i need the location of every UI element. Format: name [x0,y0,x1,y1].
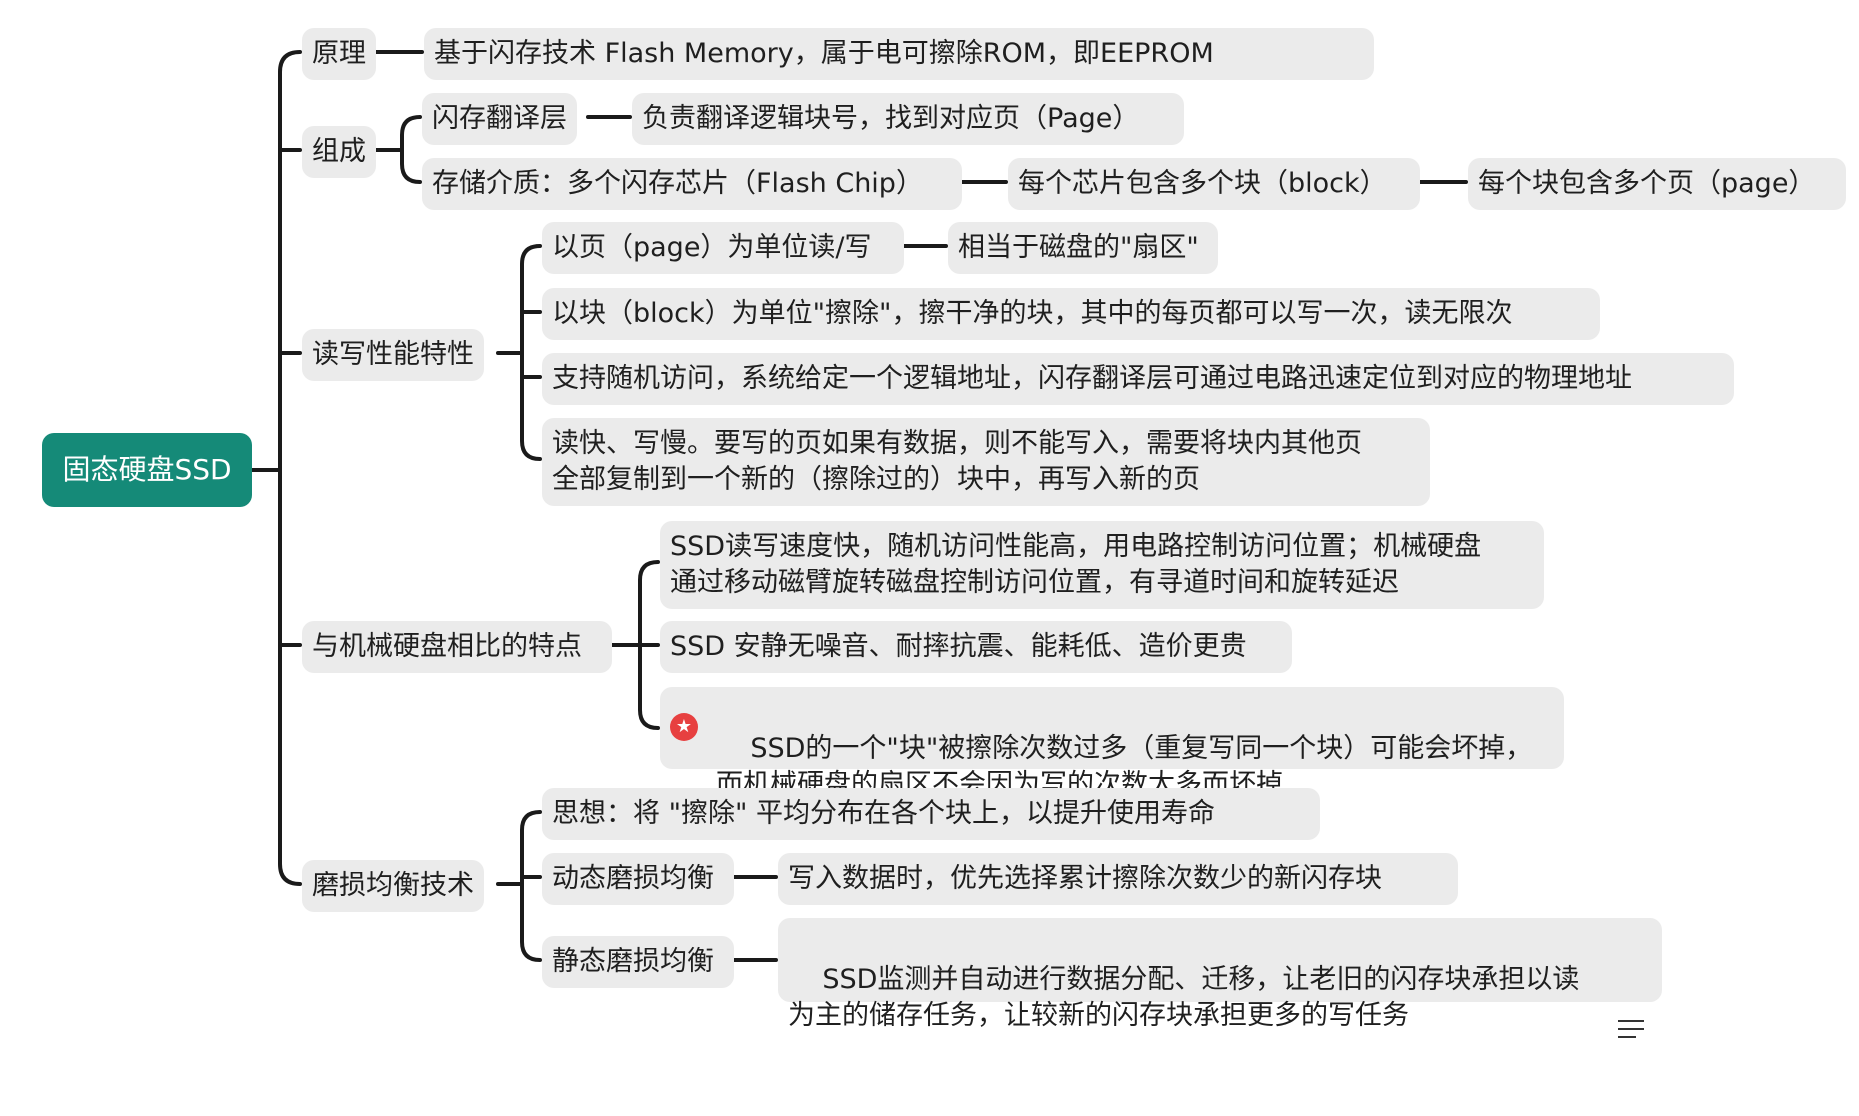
vs-hdd-wear[interactable]: ★SSD的一个"块"被擦除次数过多（重复写同一个块）可能会坏掉， 而机械硬盘的扇… [660,687,1564,800]
block-contains-pages[interactable]: 每个块包含多个页（page） [1468,158,1846,210]
mindmap-canvas: 固态硬盘SSD 原理 基于闪存技术 Flash Memory，属于电可擦除ROM… [42,28,1846,1038]
branch-wear-leveling[interactable]: 磨损均衡技术 [302,860,484,912]
branch-principle[interactable]: 原理 [302,28,376,80]
rw-random-access[interactable]: 支持随机访问，系统给定一个逻辑地址，闪存翻译层可通过电路迅速定位到对应的物理地址 [542,353,1734,405]
chip-contains-blocks[interactable]: 每个芯片包含多个块（block） [1008,158,1420,210]
root-node[interactable]: 固态硬盘SSD [42,433,252,507]
static-wear-leveling-desc[interactable]: SSD监测并自动进行数据分配、迁移，让老旧的闪存块承担以读 为主的储存任务，让较… [778,918,1662,1038]
rw-page-unit[interactable]: 以页（page）为单位读/写 [542,222,904,274]
connector-lines [250,50,1468,962]
ftl-description[interactable]: 负责翻译逻辑块号，找到对应页（Page） [632,93,1184,145]
dynamic-wear-leveling-desc[interactable]: 写入数据时，优先选择累计擦除次数少的新闪存块 [778,853,1458,905]
static-wear-leveling[interactable]: 静态磨损均衡 [542,936,734,988]
star-icon: ★ [670,713,698,741]
vs-hdd-speed[interactable]: SSD读写速度快，随机访问性能高，用电路控制访问位置；机械硬盘 通过移动磁臂旋转… [660,521,1544,609]
rw-fast-read-slow-write[interactable]: 读快、写慢。要写的页如果有数据，则不能写入，需要将块内其他页 全部复制到一个新的… [542,418,1430,506]
rw-block-erase[interactable]: 以块（block）为单位"擦除"，擦干净的块，其中的每页都可以写一次，读无限次 [542,288,1600,340]
branch-rw-performance[interactable]: 读写性能特性 [302,329,484,381]
rw-page-sector-note[interactable]: 相当于磁盘的"扇区" [948,222,1218,274]
storage-media[interactable]: 存储介质：多个闪存芯片（Flash Chip） [422,158,962,210]
wear-leveling-idea[interactable]: 思想：将 "擦除" 平均分布在各个块上，以提升使用寿命 [542,788,1320,840]
static-wear-leveling-text: SSD监测并自动进行数据分配、迁移，让老旧的闪存块承担以读 为主的储存任务，让较… [788,964,1580,1031]
vs-hdd-quiet[interactable]: SSD 安静无噪音、耐摔抗震、能耗低、造价更贵 [660,621,1292,673]
principle-description[interactable]: 基于闪存技术 Flash Memory，属于电可擦除ROM，即EEPROM [424,28,1374,80]
dynamic-wear-leveling[interactable]: 动态磨损均衡 [542,853,734,905]
branch-composition[interactable]: 组成 [302,126,376,178]
branch-vs-hdd[interactable]: 与机械硬盘相比的特点 [302,621,612,673]
flash-translation-layer[interactable]: 闪存翻译层 [422,93,577,145]
notes-icon[interactable] [1618,948,1644,1038]
